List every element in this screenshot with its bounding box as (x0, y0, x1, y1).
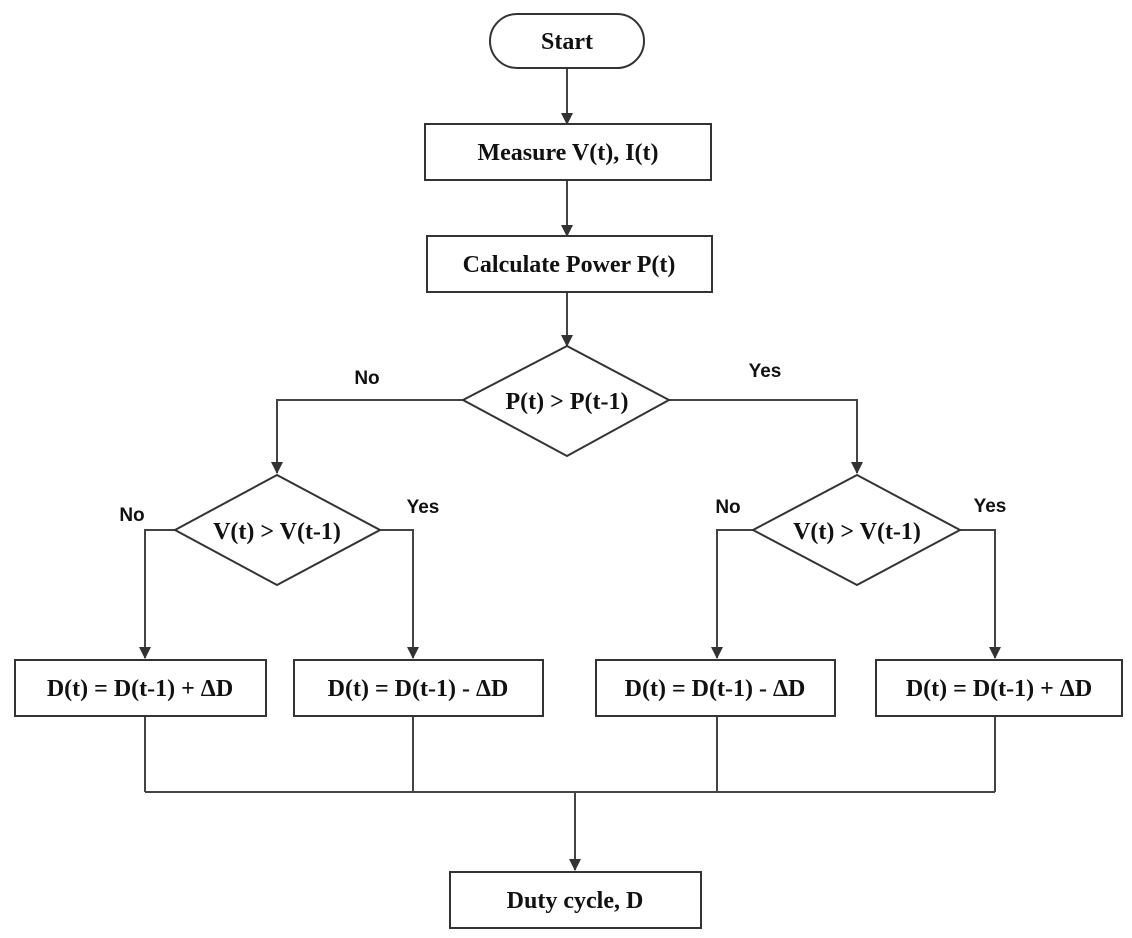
left-no-label: No (119, 505, 144, 526)
duty-inc-right-label: D(t) = D(t-1) + ΔD (906, 676, 1092, 702)
voltage-decision-left-node: V(t) > V(t-1) (172, 473, 383, 587)
arrow-power-yes (669, 399, 863, 474)
voltage-decision-right-label: V(t) > V(t-1) (793, 519, 921, 545)
arrow-left-no (139, 529, 175, 659)
power-decision-node: P(t) > P(t-1) (460, 344, 672, 458)
duty-dec-left-node: D(t) = D(t-1) - ΔD (293, 659, 544, 717)
arrow-left-yes (380, 529, 419, 659)
start-node: Start (489, 13, 645, 69)
arrow-power-no (271, 399, 463, 474)
measure-node: Measure V(t), I(t) (424, 123, 712, 181)
output-label: Duty cycle, D (507, 888, 644, 914)
calc-power-label: Calculate Power P(t) (463, 252, 676, 278)
voltage-decision-right-node: V(t) > V(t-1) (750, 473, 963, 587)
connectors (139, 68, 1001, 871)
output-node: Duty cycle, D (449, 871, 702, 929)
power-decision-label: P(t) > P(t-1) (506, 389, 629, 415)
duty-inc-left-node: D(t) = D(t-1) + ΔD (14, 659, 267, 717)
duty-dec-right-node: D(t) = D(t-1) - ΔD (595, 659, 836, 717)
calc-power-node: Calculate Power P(t) (426, 235, 713, 293)
voltage-decision-left-label: V(t) > V(t-1) (213, 519, 341, 545)
duty-dec-left-label: D(t) = D(t-1) - ΔD (328, 676, 509, 702)
measure-label: Measure V(t), I(t) (477, 140, 658, 166)
arrow-right-no (711, 529, 753, 659)
left-yes-label: Yes (407, 497, 440, 518)
right-yes-label: Yes (974, 496, 1007, 517)
right-no-label: No (715, 497, 740, 518)
power-no-label: No (354, 368, 379, 389)
duty-dec-right-label: D(t) = D(t-1) - ΔD (625, 676, 806, 702)
start-label: Start (541, 29, 593, 55)
arrow-right-yes (960, 529, 1001, 659)
duty-inc-right-node: D(t) = D(t-1) + ΔD (875, 659, 1123, 717)
power-yes-label: Yes (749, 361, 782, 382)
duty-inc-left-label: D(t) = D(t-1) + ΔD (47, 676, 233, 702)
